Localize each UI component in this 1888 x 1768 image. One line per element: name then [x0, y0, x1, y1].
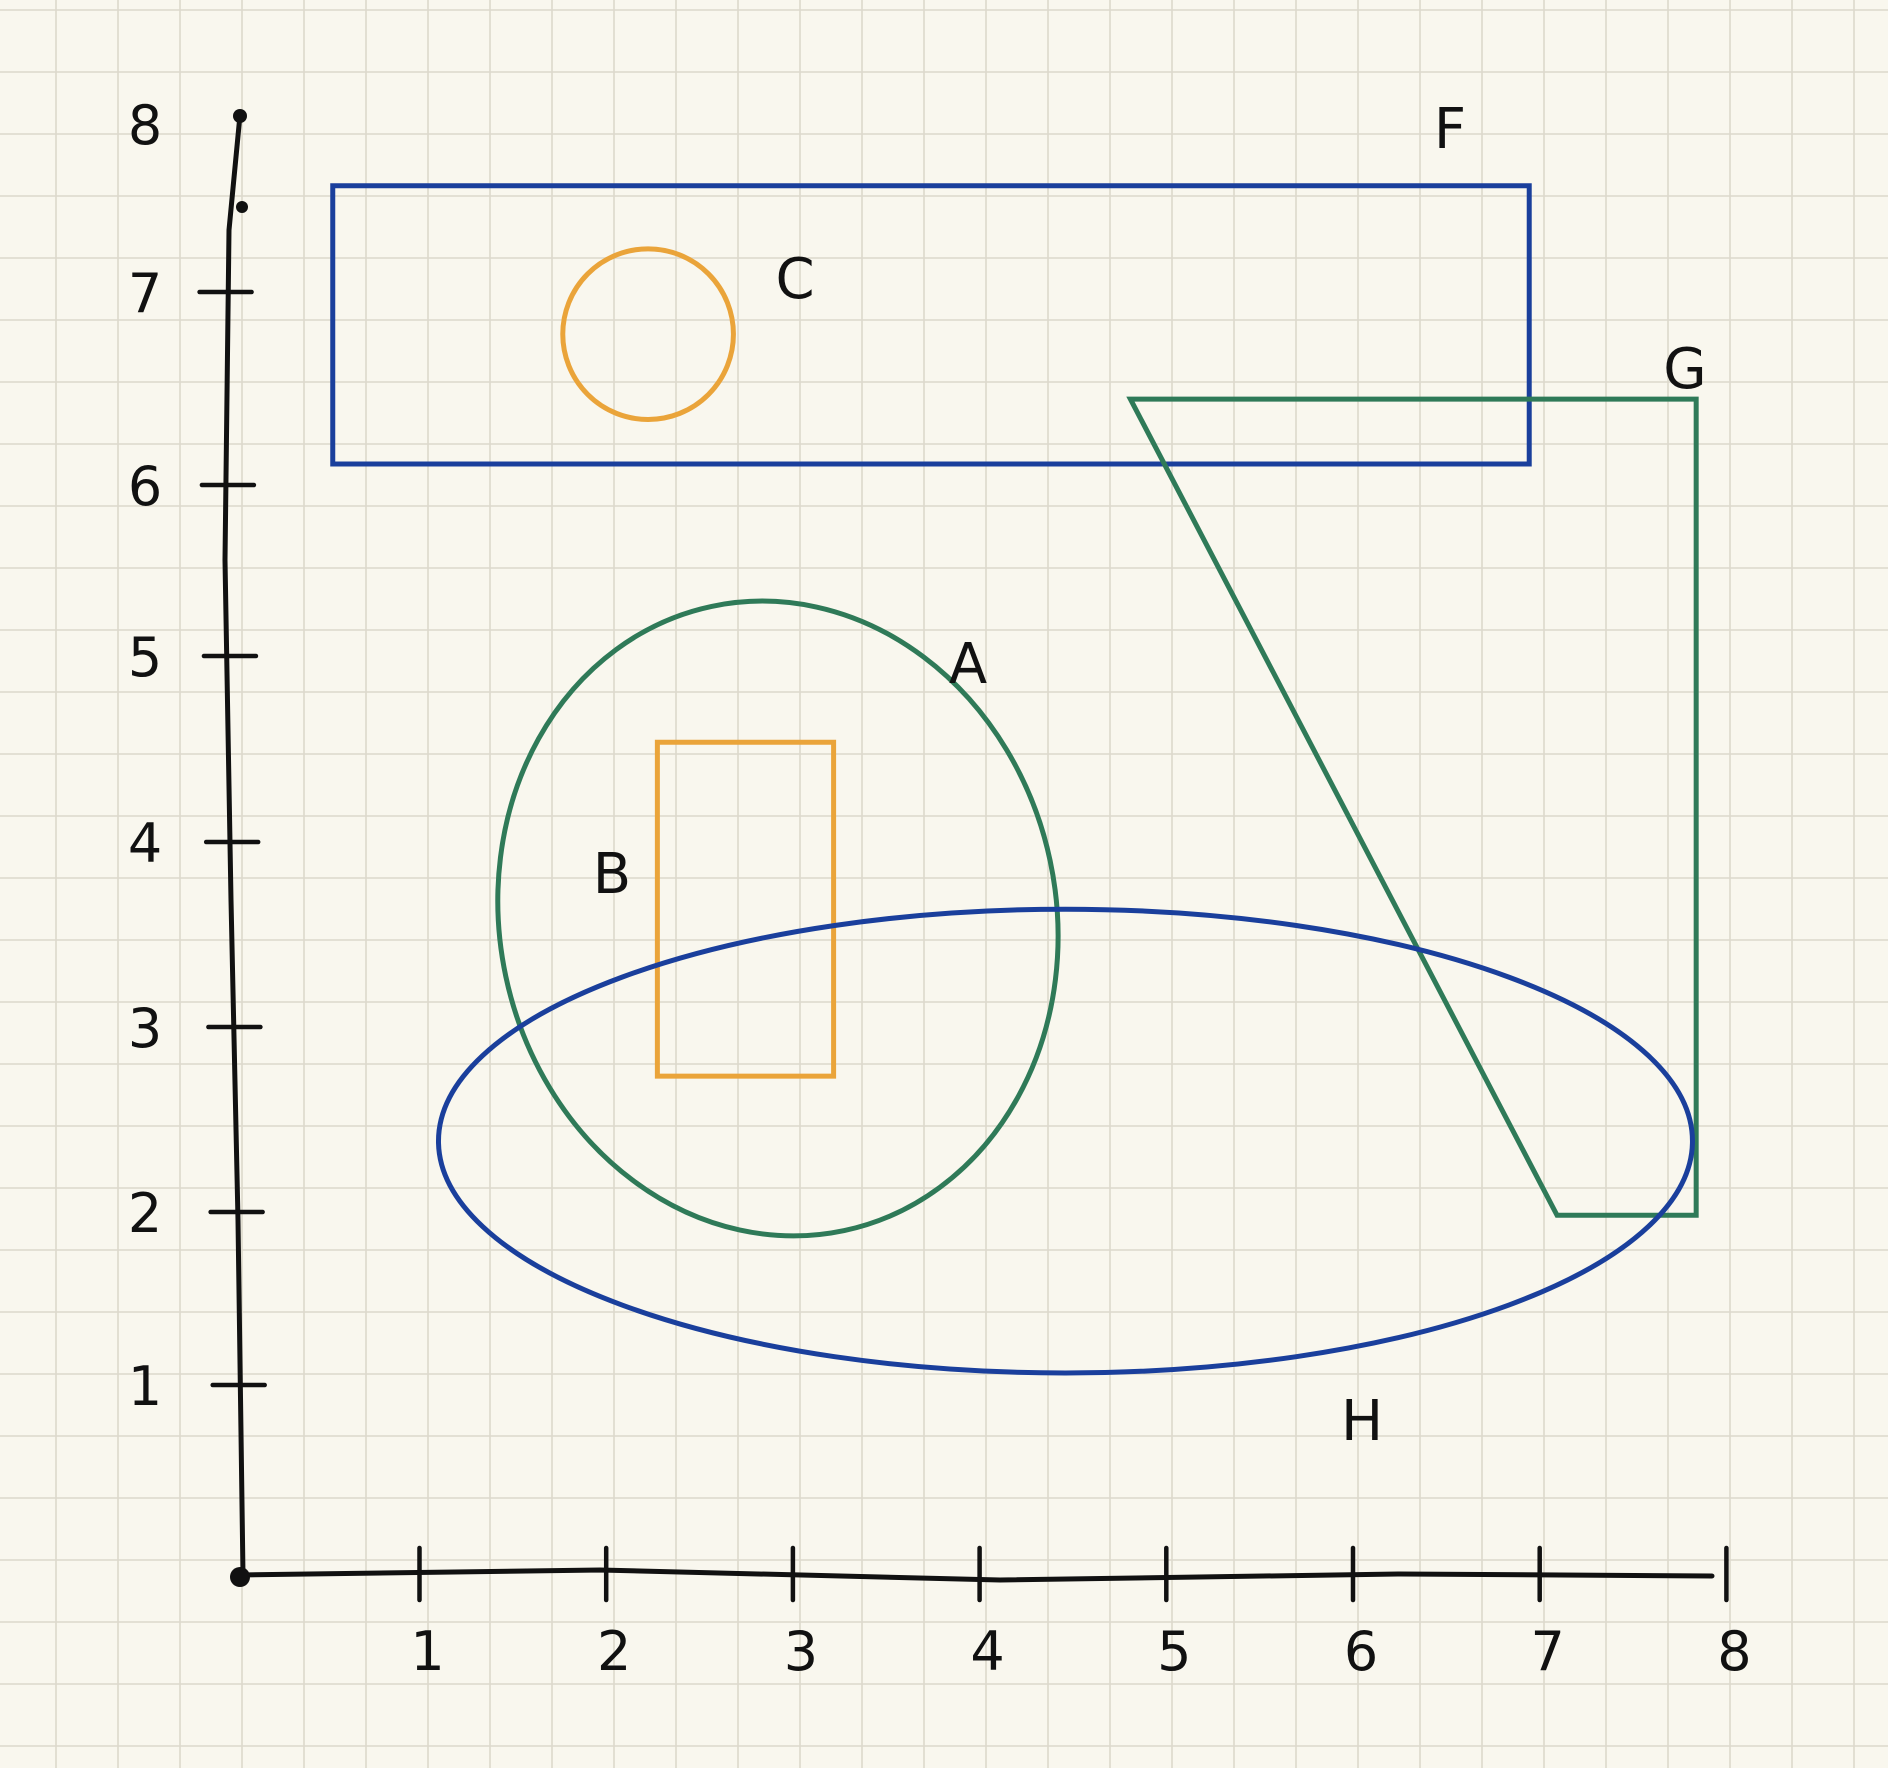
- shape-H: [435, 906, 1695, 1376]
- y-tick-label-3: 3: [128, 997, 162, 1060]
- y-axis-arrowhead-dot: [233, 109, 247, 123]
- x-tick-label-4: 4: [970, 1620, 1004, 1683]
- y-tick-label-5: 5: [128, 626, 162, 689]
- axes: [222, 109, 1715, 1587]
- x-tick-label-2: 2: [597, 1620, 631, 1683]
- shape-label-G: G: [1663, 337, 1706, 402]
- y-tick-label-6: 6: [128, 455, 162, 518]
- y-tick-label-4: 4: [128, 812, 162, 875]
- y-tick-label-2: 2: [128, 1182, 162, 1245]
- shape-labels: A B C F G H: [593, 97, 1707, 1454]
- x-tick-label-7: 7: [1531, 1620, 1565, 1683]
- x-axis-ticks: 1 2 3 4 5 6 7 8: [410, 1545, 1752, 1683]
- shape-label-B: B: [593, 842, 631, 907]
- x-tick-label-6: 6: [1344, 1620, 1378, 1683]
- shape-label-A: A: [949, 632, 987, 697]
- shape-A: [495, 598, 1061, 1239]
- x-tick-label-3: 3: [784, 1620, 818, 1683]
- shape-F: [330, 183, 1532, 467]
- shape-B: [654, 739, 837, 1079]
- origin-dot: [230, 1567, 250, 1587]
- shape-label-H: H: [1341, 1389, 1383, 1454]
- shape-label-F: F: [1434, 97, 1466, 162]
- y-tick-label-1: 1: [128, 1355, 162, 1418]
- y-axis: [222, 112, 246, 1578]
- shape-C: [560, 246, 736, 422]
- shape-G: [1126, 396, 1699, 1218]
- x-tick-label-8: 8: [1717, 1620, 1751, 1683]
- y-axis-top-dot: [236, 201, 248, 213]
- x-tick-label-5: 5: [1157, 1620, 1191, 1683]
- x-axis: [237, 1567, 1715, 1583]
- shapes: [330, 183, 1699, 1376]
- y-tick-label-8: 8: [128, 94, 162, 157]
- x-tick-label-1: 1: [410, 1620, 444, 1683]
- shape-label-C: C: [775, 247, 814, 312]
- y-axis-ticks: 1 2 3 4 5 6 7 8: [128, 94, 267, 1418]
- y-tick-label-7: 7: [128, 262, 162, 325]
